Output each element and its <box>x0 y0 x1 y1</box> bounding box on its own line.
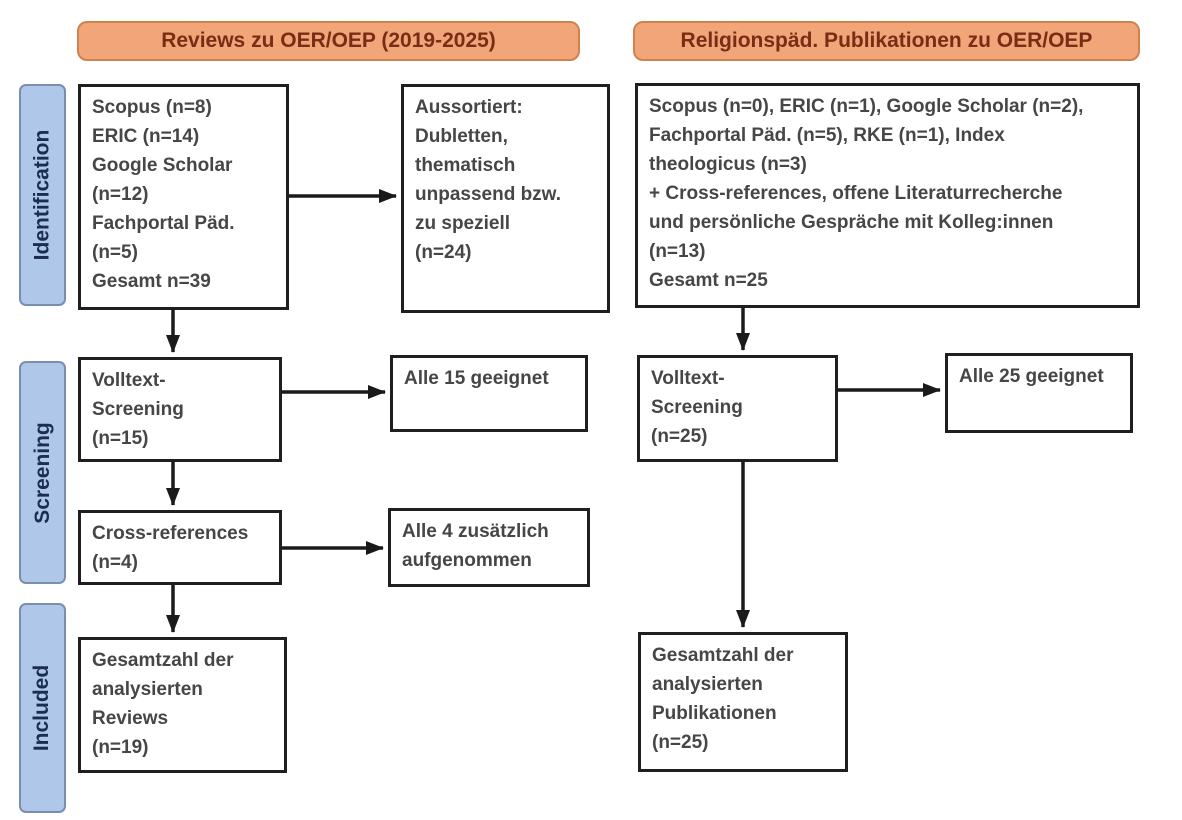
box-crossreferences-left: Cross-references (n=4) <box>78 510 282 585</box>
box-total-publications-right: Gesamtzahl der analysierten Publikatione… <box>638 632 848 772</box>
box-total-reviews-left: Gesamtzahl der analysierten Reviews (n=1… <box>78 637 287 773</box>
box-fulltext-result-left: Alle 15 geeignet <box>390 355 588 432</box>
box-fulltext-screening-right: Volltext- Screening (n=25) <box>637 355 838 462</box>
stage-label-included-text: Included <box>30 664 54 752</box>
stage-label-identification-text: Identification <box>30 129 54 261</box>
stage-label-identification: Identification <box>19 84 66 306</box>
stage-label-screening-text: Screening <box>30 421 54 524</box>
box-fulltext-screening-left: Volltext- Screening (n=15) <box>78 357 282 462</box>
box-crossrefs-result-left: Alle 4 zusätzlich aufgenommen <box>388 508 590 587</box>
column-header-reviews: Reviews zu OER/OEP (2019-2025) <box>77 21 580 61</box>
box-fulltext-result-right: Alle 25 geeignet <box>945 353 1133 433</box>
box-sources-right: Scopus (n=0), ERIC (n=1), Google Scholar… <box>635 83 1140 308</box>
column-header-religionspaed: Religionspäd. Publikationen zu OER/OEP <box>633 21 1140 61</box>
box-sources-left: Scopus (n=8) ERIC (n=14) Google Scholar … <box>78 84 289 310</box>
stage-label-screening: Screening <box>19 361 66 584</box>
box-excluded-left: Aussortiert: Dubletten, thematisch unpas… <box>401 84 610 313</box>
stage-label-included: Included <box>19 603 66 813</box>
